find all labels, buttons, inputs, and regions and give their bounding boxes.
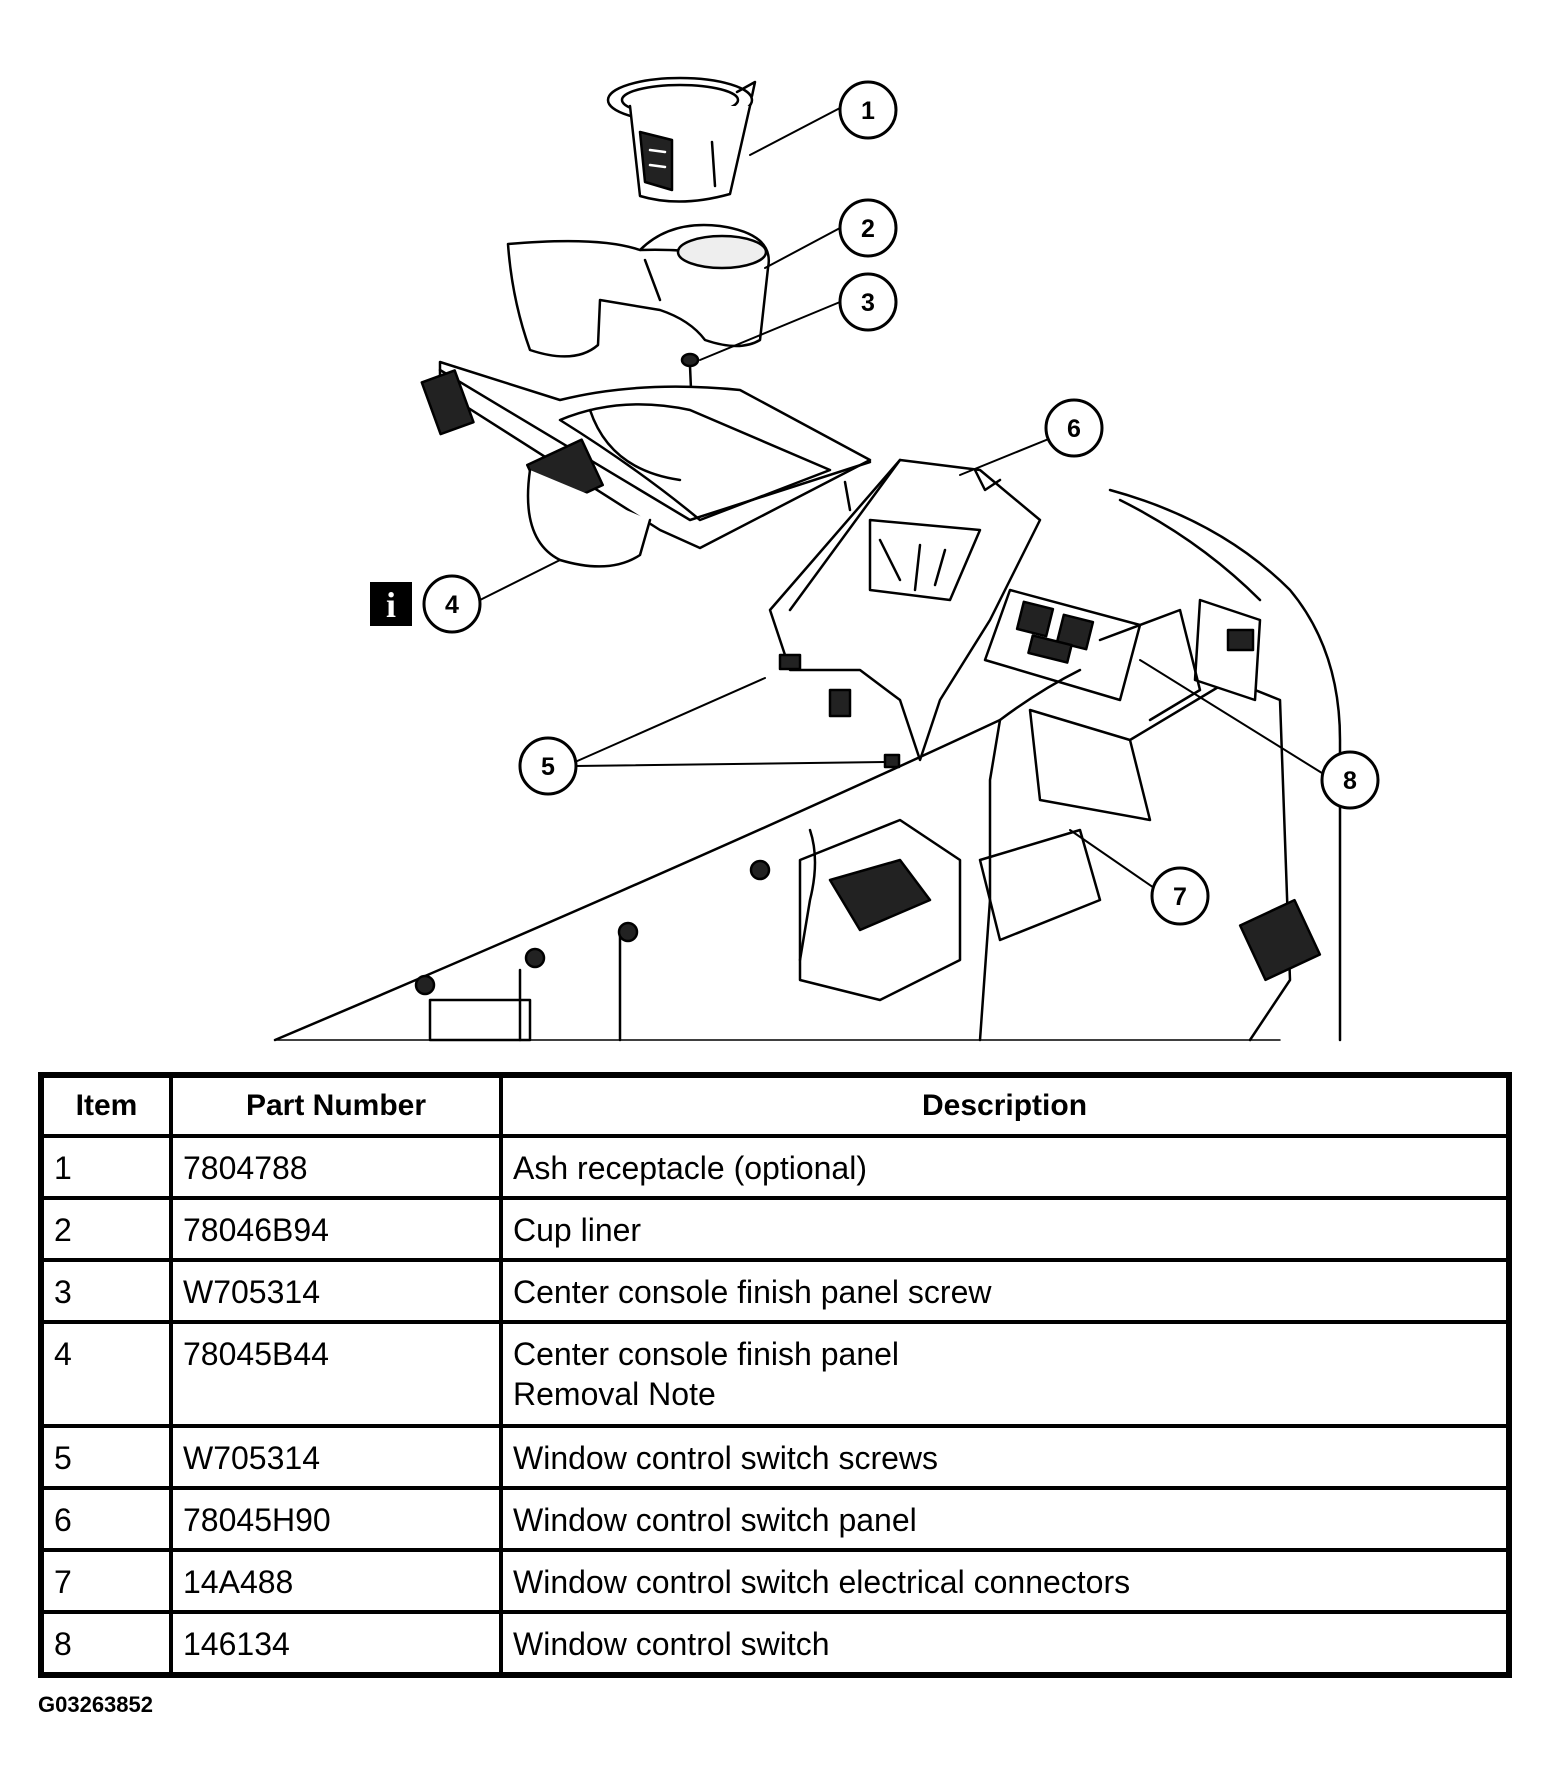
description-cell: Window control switch electrical connect… [499, 1548, 1511, 1614]
description-line: Window control switch electrical connect… [513, 1564, 1131, 1600]
header-description: Description [499, 1073, 1511, 1138]
header-part-number: Part Number [169, 1073, 503, 1138]
ash-receptacle-drawing [606, 76, 757, 203]
part-number-cell: W705314 [169, 1258, 503, 1324]
exploded-parts-diagram: 1 2 3 4 5 6 7 8 i [273, 76, 1380, 1042]
description-cell: Window control switch screws [499, 1424, 1511, 1490]
callout-8-label: 8 [1343, 767, 1357, 795]
callout-4: 4 [422, 574, 482, 634]
part-number-cell: 78045H90 [169, 1486, 503, 1552]
callout-2: 2 [838, 198, 898, 258]
description-line: Center console finish panel screw [513, 1274, 992, 1310]
item-cell: 1 [39, 1134, 173, 1200]
item-cell: 6 [39, 1486, 173, 1552]
header-item: Item [39, 1073, 173, 1138]
callout-6-label: 6 [1067, 415, 1081, 443]
description-line: Center console finish panel [513, 1336, 900, 1372]
item-cell: 8 [39, 1610, 173, 1677]
part-number-cell: 7804788 [169, 1134, 503, 1200]
leader-lines [475, 107, 1331, 893]
table-header-row: Item Part Number Description [39, 1073, 1511, 1138]
description-cell: Window control switch [499, 1610, 1511, 1677]
description-cell: Center console finish panel screw [499, 1258, 1511, 1324]
description-line: Window control switch screws [513, 1440, 938, 1476]
callout-4-label: 4 [445, 591, 459, 619]
part-number-cell: W705314 [169, 1424, 503, 1490]
callout-3-label: 3 [861, 289, 875, 317]
center-console-drawing [273, 488, 1342, 1042]
callout-6: 6 [1044, 398, 1104, 458]
callout-7: 7 [1150, 866, 1210, 926]
description-cell: Window control switch panel [499, 1486, 1511, 1552]
item-cell: 7 [39, 1548, 173, 1614]
part-number-cell: 78045B44 [169, 1320, 503, 1428]
part-number-cell: 78046B94 [169, 1196, 503, 1262]
item-cell: 4 [39, 1320, 173, 1428]
description-cell: Ash receptacle (optional) [499, 1134, 1511, 1200]
callout-1: 1 [838, 80, 898, 140]
item-cell: 5 [39, 1424, 173, 1490]
figure-id: G03263852 [38, 1692, 153, 1717]
finish-panel-drawing [420, 360, 872, 568]
part-number-cell: 146134 [169, 1610, 503, 1677]
part-number-cell: 14A488 [169, 1548, 503, 1614]
callout-8: 8 [1320, 750, 1380, 810]
description-line: Ash receptacle (optional) [513, 1150, 867, 1186]
callouts: 1 2 3 4 5 6 7 8 [422, 80, 1380, 926]
info-badge-label: i [386, 585, 396, 625]
callout-5: 5 [518, 736, 578, 796]
info-icon: i [370, 582, 412, 626]
switch-panel-drawing [768, 458, 1042, 769]
callout-2-label: 2 [861, 215, 875, 243]
callout-3: 3 [838, 272, 898, 332]
description-line: Removal Note [513, 1376, 716, 1412]
description-cell: Cup liner [499, 1196, 1511, 1262]
description-line: Window control switch panel [513, 1502, 917, 1538]
callout-7-label: 7 [1173, 883, 1187, 911]
item-cell: 2 [39, 1196, 173, 1262]
window-switch-drawing [983, 588, 1142, 702]
description-line: Cup liner [513, 1212, 642, 1248]
cup-liner-drawing [506, 223, 771, 358]
callout-1-label: 1 [861, 97, 875, 125]
description-line: Window control switch [513, 1626, 830, 1662]
callout-5-label: 5 [541, 753, 555, 781]
item-cell: 3 [39, 1258, 173, 1324]
